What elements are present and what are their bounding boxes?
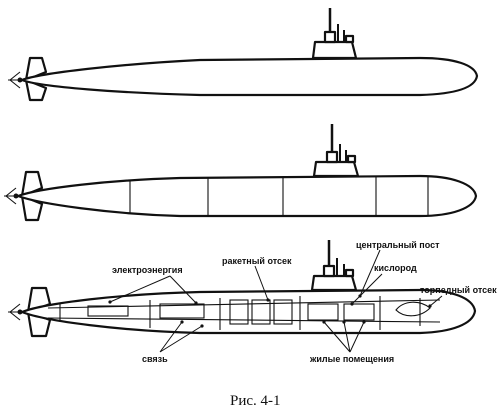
label-power: электроэнергия bbox=[112, 265, 183, 275]
submarine-compartment-view bbox=[4, 124, 478, 222]
label-oxygen: кислород bbox=[374, 263, 417, 273]
figure-caption: Рис. 4-1 bbox=[230, 393, 281, 409]
label-control-room: центральный пост bbox=[356, 240, 440, 250]
label-missile-compartment: ракетный отсек bbox=[222, 256, 292, 266]
label-torpedo-compartment: торпедный отсек bbox=[420, 285, 497, 295]
label-communications: связь bbox=[142, 354, 168, 364]
propeller-1 bbox=[8, 71, 23, 89]
propeller-3 bbox=[8, 303, 23, 321]
label-living-quarters: жилые помещения bbox=[309, 354, 394, 364]
submarine-side-view bbox=[8, 8, 479, 102]
propeller-2 bbox=[4, 187, 19, 205]
submarine-cutaway-view: электроэнергия ракетный отсек центральны… bbox=[8, 240, 497, 364]
